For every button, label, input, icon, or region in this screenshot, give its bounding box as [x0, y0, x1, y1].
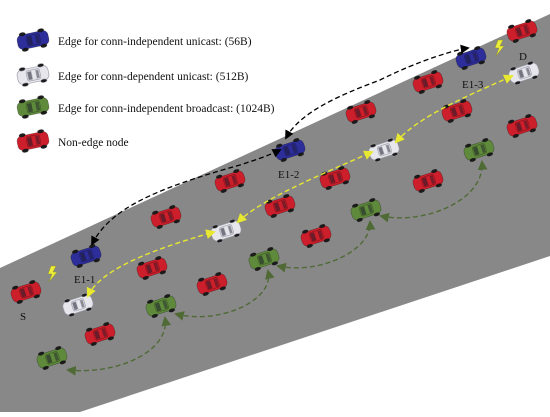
link-bcast-3	[276, 220, 376, 273]
label-e1-3: E1-3	[462, 79, 484, 91]
lightning-icon	[494, 39, 505, 57]
link-dep-3	[394, 74, 514, 144]
indep-unicast-links	[91, 44, 470, 246]
label-e1-1: E1-1	[74, 274, 95, 286]
legend-label: Edge for conn-independent unicast: (56B)	[58, 36, 252, 48]
legend-item-broadcast: Edge for conn-independent broadcast: (10…	[15, 93, 275, 121]
legend-label: Non-edge node	[58, 137, 129, 149]
legend-car-icon	[15, 127, 51, 155]
link-e1-1-to-e1-2	[91, 149, 282, 246]
link-bcast-1	[66, 316, 172, 376]
legend: Edge for conn-independent unicast: (56B)…	[15, 26, 275, 155]
legend-car-icon	[15, 93, 51, 121]
label-d: D	[519, 51, 527, 63]
lightning-icon	[47, 265, 58, 283]
broadcast-links	[66, 160, 488, 376]
legend-car-icon	[15, 61, 51, 89]
link-e1-2-to-e1-3	[285, 44, 470, 140]
legend-item-non-edge: Non-edge node	[15, 127, 129, 155]
link-bcast-4	[379, 160, 488, 223]
lightning-icons	[47, 39, 505, 283]
label-s: S	[20, 311, 26, 323]
link-dep-1	[86, 229, 216, 298]
legend-label: Edge for conn-independent broadcast: (10…	[58, 103, 275, 115]
link-dep-2	[236, 150, 374, 224]
legend-item-indep-unicast: Edge for conn-independent unicast: (56B)	[15, 26, 252, 54]
dep-unicast-links	[86, 74, 514, 298]
link-bcast-2	[174, 269, 275, 321]
legend-label: Edge for conn-dependent unicast: (512B)	[58, 71, 248, 83]
legend-item-dep-unicast: Edge for conn-dependent unicast: (512B)	[15, 61, 248, 89]
legend-car-icon	[15, 26, 51, 54]
label-e1-2: E1-2	[278, 169, 299, 181]
